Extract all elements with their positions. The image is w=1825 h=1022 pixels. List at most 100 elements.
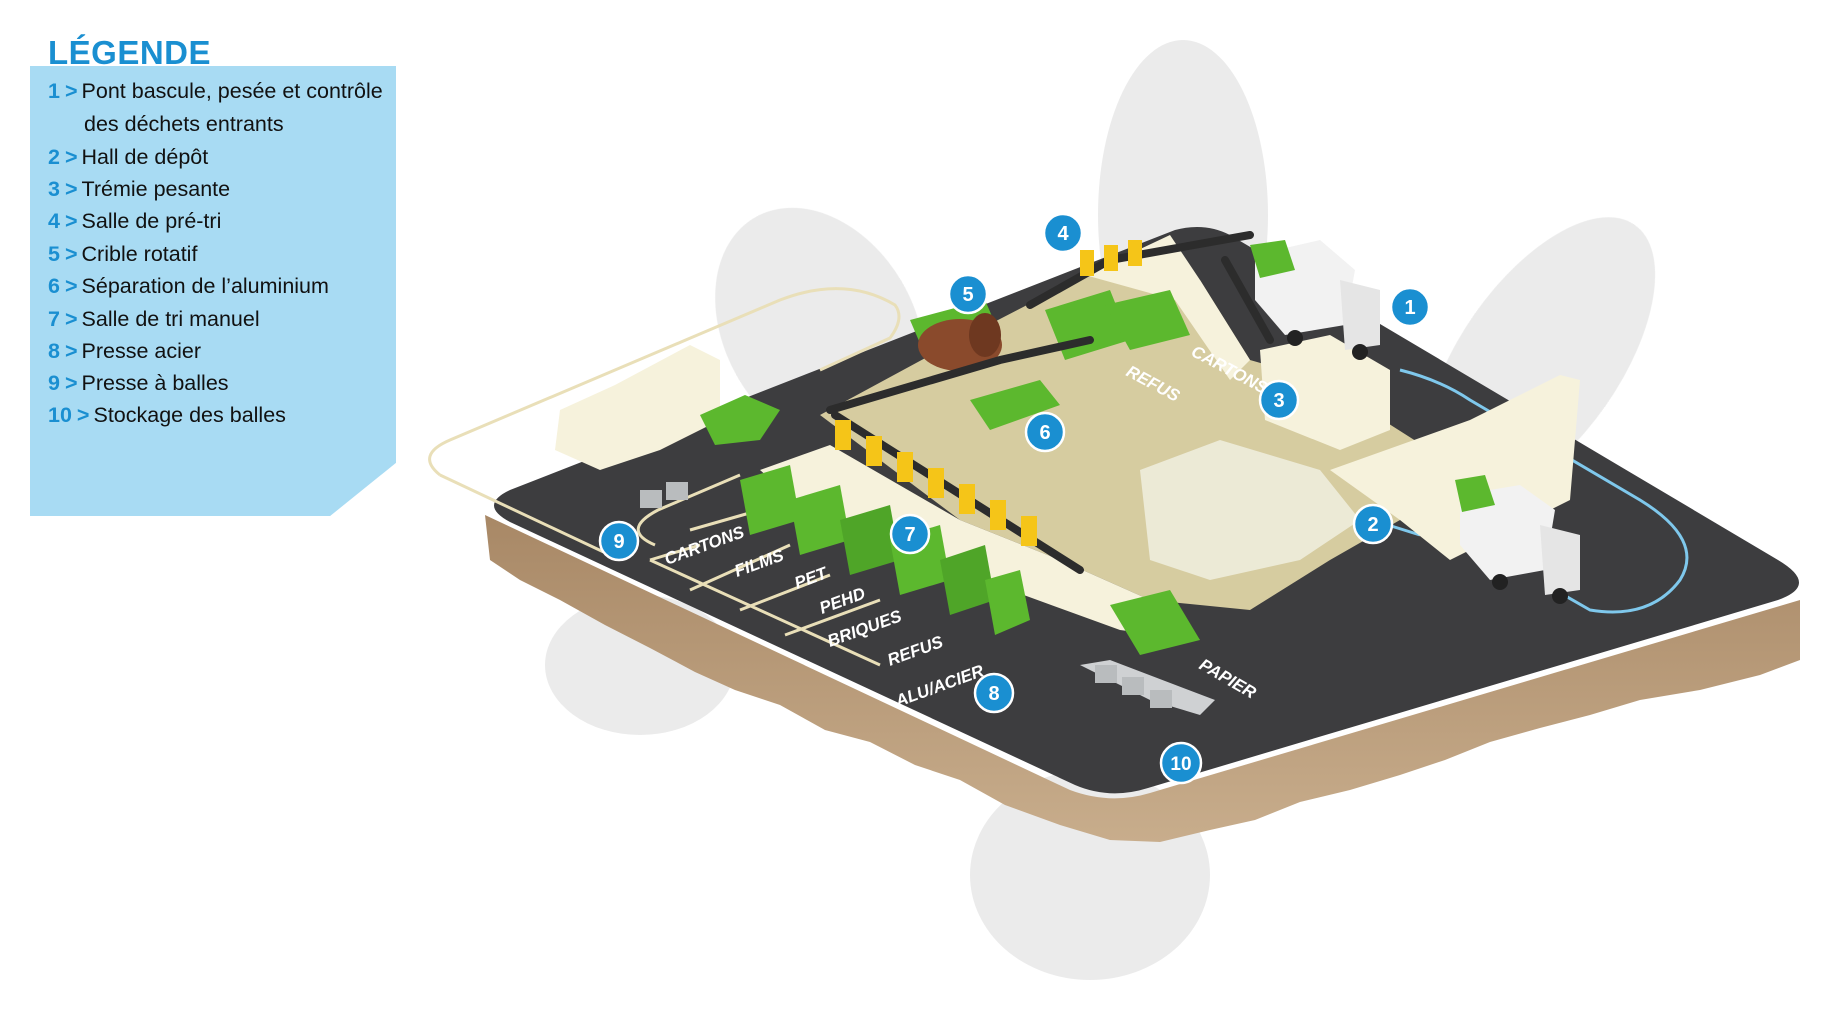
truck-cab [1540, 525, 1580, 595]
legend-panel: 1>Pont bascule, pesée et contrôle des dé… [30, 66, 396, 516]
bale [1095, 665, 1117, 683]
building-back-wall [1085, 235, 1250, 380]
legend-arrow: > [64, 371, 78, 395]
legend-arrow: > [64, 145, 78, 169]
truck-wheel [1352, 344, 1368, 360]
legend-label: Presse à balles [81, 371, 229, 395]
badge-7[interactable]: 7 [889, 513, 931, 555]
truck-path-line [1399, 368, 1689, 614]
legend-item-10: 10>Stockage des balles [48, 402, 286, 428]
legend-arrow: > [64, 339, 78, 363]
legend-title: LÉGENDE [48, 34, 212, 71]
truck-bottom [1455, 475, 1580, 604]
truck-hopper [1250, 240, 1295, 278]
legend-label: Hall de dépôt [81, 145, 209, 169]
legend-label: Stockage des balles [93, 403, 286, 427]
legend-item-3: 3>Trémie pesante [48, 176, 230, 202]
sorting-station [1080, 250, 1094, 276]
badge-2[interactable]: 2 [1352, 503, 1394, 545]
sorting-station [928, 468, 944, 498]
badge-number: 10 [1170, 754, 1191, 775]
badge-number: 3 [1273, 390, 1284, 412]
legend-item-5: 5>Crible rotatif [48, 241, 197, 267]
truck-hopper [1455, 475, 1495, 512]
legend-number: 5 [48, 242, 60, 266]
bale [666, 482, 688, 500]
sorting-station [990, 500, 1006, 530]
sorting-station [835, 420, 851, 450]
alu-separator-6 [970, 380, 1060, 430]
legend-item-6: 6>Séparation de l’aluminium [48, 273, 329, 299]
container-cartons [740, 465, 800, 535]
badge-number: 8 [988, 683, 999, 705]
badge-9[interactable]: 9 [598, 520, 640, 562]
truck-body [1460, 485, 1555, 580]
container-papier [1110, 590, 1200, 655]
building-inner-room [1140, 440, 1360, 580]
badge-number: 2 [1367, 514, 1378, 536]
ground-soil [485, 515, 1800, 842]
conveyor-main [826, 336, 1094, 414]
container-refus [985, 570, 1030, 635]
truck-cab [1340, 280, 1380, 350]
legend-number: 3 [48, 177, 60, 201]
building-left-wall [555, 345, 720, 470]
container-pet [840, 505, 900, 575]
legend-label: Trémie pesante [81, 177, 231, 201]
legend-number: 4 [48, 209, 60, 233]
sorting-station [1128, 240, 1142, 266]
badge-4[interactable]: 4 [1042, 212, 1084, 254]
legend-number: 2 [48, 145, 60, 169]
badge-6[interactable]: 6 [1024, 411, 1066, 453]
legend-number: 1 [48, 79, 60, 103]
bay-lines [649, 508, 881, 667]
bale [640, 490, 662, 508]
badge-8[interactable]: 8 [973, 672, 1015, 714]
legend-item-1: 1>Pont bascule, pesée et contrôle [48, 78, 383, 104]
building-front-wall [760, 445, 1200, 640]
legend-number: 9 [48, 371, 60, 395]
yard-outline [428, 287, 901, 557]
sorting-station [1104, 245, 1118, 271]
legend-arrow: > [76, 403, 90, 427]
pit-3 [1260, 335, 1390, 450]
legend-label: Pont bascule, pesée et contrôle [81, 79, 383, 103]
hopper-9 [700, 395, 780, 445]
legend-number: 6 [48, 274, 60, 298]
legend-number: 8 [48, 339, 60, 363]
sorting-station [897, 452, 913, 482]
legend-label: Salle de tri manuel [81, 307, 260, 331]
bale-storage [640, 482, 1215, 715]
bale [1150, 690, 1172, 708]
badge-number: 4 [1057, 223, 1069, 245]
legend-item-1-continuation: des déchets entrants [84, 112, 284, 136]
badge-number: 5 [962, 284, 973, 306]
legend-item-7: 7>Salle de tri manuel [48, 306, 260, 332]
legend-item-9: 9>Presse à balles [48, 370, 229, 396]
badge-number: 9 [613, 531, 624, 553]
badge-number: 1 [1404, 297, 1415, 319]
legend-item-8: 8>Presse acier [48, 338, 201, 364]
legend-arrow: > [64, 177, 78, 201]
truck-top [1250, 240, 1380, 360]
truck-wheel [1287, 330, 1303, 346]
legend-arrow: > [64, 79, 78, 103]
container-top-cartons [1105, 290, 1190, 350]
container-briques [940, 545, 995, 615]
badge-5[interactable]: 5 [947, 273, 989, 315]
legend-arrow: > [64, 307, 78, 331]
legend-item-4: 4>Salle de pré-tri [48, 208, 221, 234]
legend-label: Crible rotatif [81, 242, 198, 266]
number-badges: 1 2 3 4 5 6 7 8 9 10 [598, 212, 1431, 785]
sorting-station [866, 436, 882, 466]
sorting-station [1021, 516, 1037, 546]
legend-arrow: > [64, 274, 78, 298]
container-films [790, 485, 850, 555]
badge-10[interactable]: 10 [1159, 741, 1203, 785]
badge-3[interactable]: 3 [1258, 379, 1300, 421]
legend-arrow: > [64, 209, 78, 233]
badge-1[interactable]: 1 [1389, 286, 1431, 328]
sorting-station [959, 484, 975, 514]
legend-item-2: 2>Hall de dépôt [48, 144, 208, 170]
